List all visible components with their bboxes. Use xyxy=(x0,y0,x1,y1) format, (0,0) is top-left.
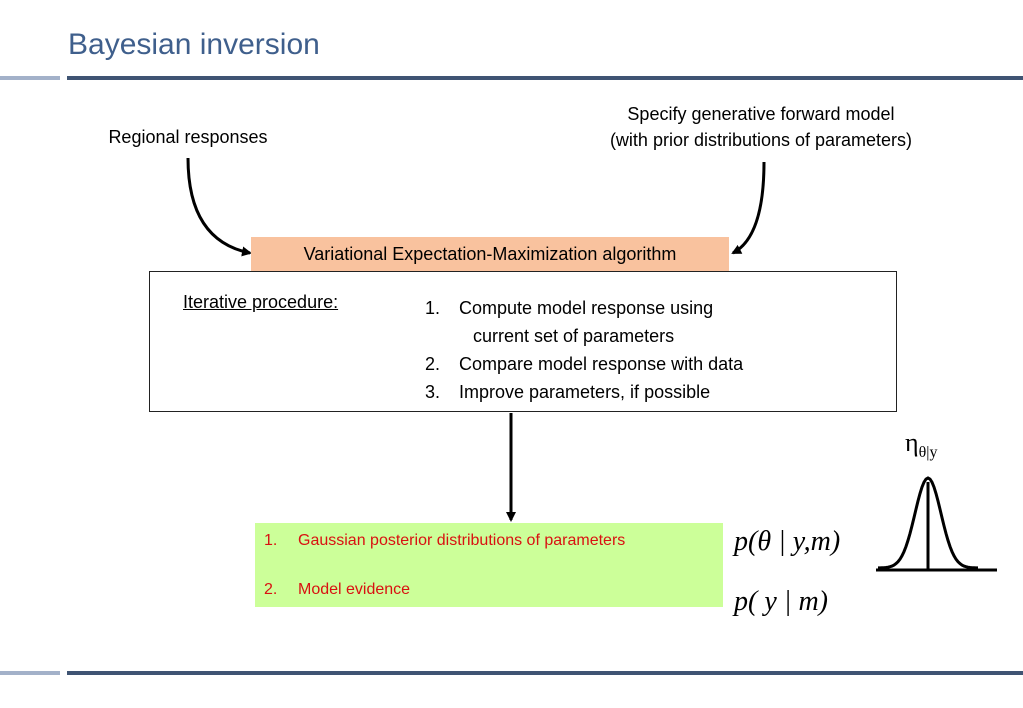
step-number: 1. xyxy=(425,298,441,318)
procedure-step: 3. Improve parameters, if possible xyxy=(425,378,743,406)
step-text: current set of parameters xyxy=(473,326,675,346)
input-regional-responses: Regional responses xyxy=(108,127,268,147)
output-number: 1. xyxy=(264,532,278,549)
gaussian-mean-label: ηθ|y xyxy=(905,428,937,462)
output-number: 2. xyxy=(264,581,278,598)
input-generative-model-line2: (with prior distributions of parameters) xyxy=(609,130,913,150)
procedure-step: 1. Compute model response using xyxy=(425,294,743,322)
step-text: Compute model response using xyxy=(459,298,714,318)
output-box xyxy=(255,523,723,607)
procedure-box xyxy=(149,271,897,412)
eta-subscript: θ|y xyxy=(918,444,938,462)
procedure-step: 2. Compare model response with data xyxy=(425,350,743,378)
output-item-posterior: 1. Gaussian posterior distributions of p… xyxy=(264,532,625,550)
title-rule xyxy=(67,76,1023,80)
eta-symbol: η xyxy=(905,428,919,457)
title-rule-accent xyxy=(0,76,60,80)
slide-title: Bayesian inversion xyxy=(68,28,320,61)
input-generative-model-line1: Specify generative forward model xyxy=(627,104,895,124)
step-text: Compare model response with data xyxy=(459,354,744,374)
footer-rule-accent xyxy=(0,671,60,675)
procedure-label: Iterative procedure: xyxy=(183,292,339,312)
arrow-right-input xyxy=(731,161,766,255)
procedure-step-continuation: current set of parameters xyxy=(425,322,743,350)
footer-rule xyxy=(67,671,1023,675)
step-number: 3. xyxy=(425,382,441,402)
gaussian-curve xyxy=(876,476,997,572)
output-item-evidence: 2. Model evidence xyxy=(264,581,410,599)
output-text: Gaussian posterior distributions of para… xyxy=(298,532,626,549)
procedure-steps: 1. Compute model response using current … xyxy=(425,294,743,406)
arrow-left-input xyxy=(186,157,252,257)
posterior-formula: p(θ | y,m) xyxy=(734,526,841,557)
evidence-formula: p( y | m) xyxy=(734,586,828,617)
output-text: Model evidence xyxy=(298,581,411,598)
algorithm-box: Variational Expectation-Maximization alg… xyxy=(251,237,729,271)
step-number: 2. xyxy=(425,354,441,374)
input-generative-model: Specify generative forward model (with p… xyxy=(555,101,967,153)
step-text: Improve parameters, if possible xyxy=(459,382,711,402)
